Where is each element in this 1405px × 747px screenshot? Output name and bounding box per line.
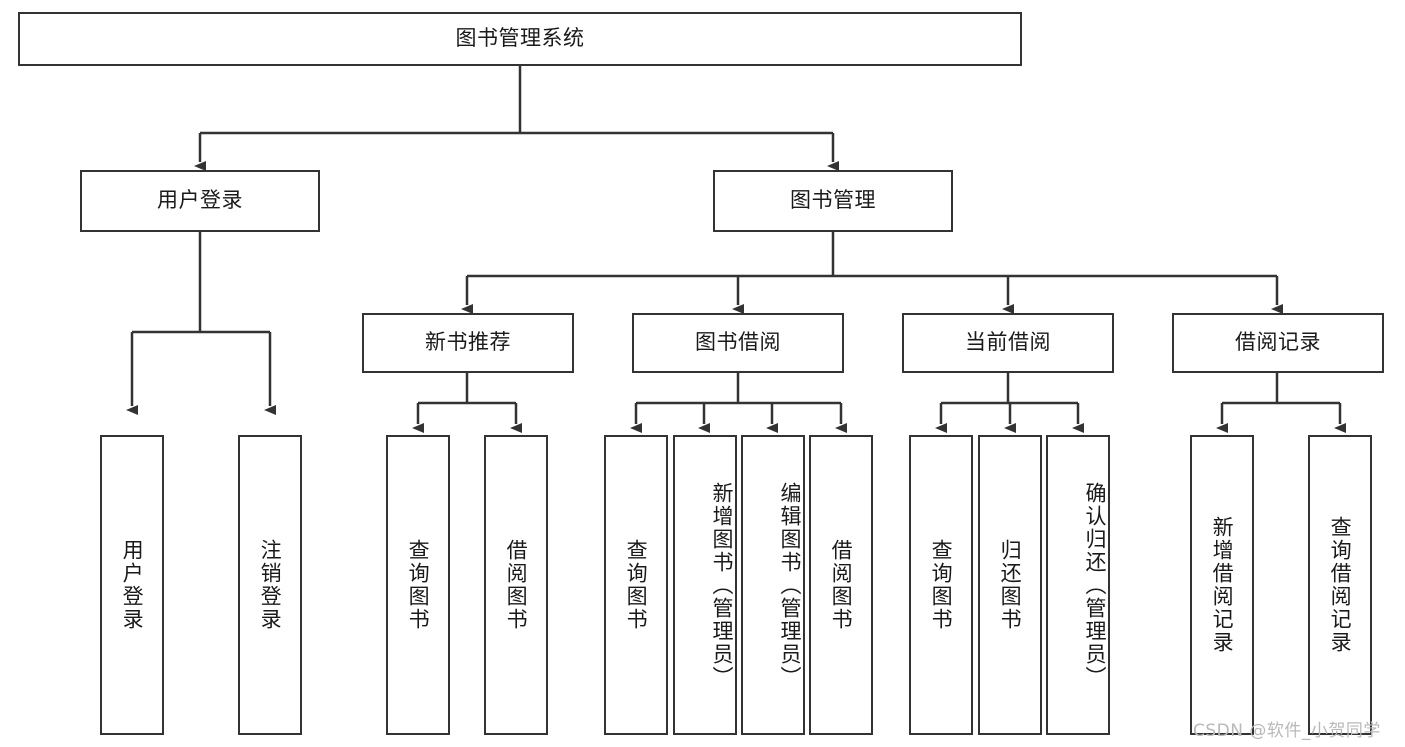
node-current-borrow-label: 当前借阅 [965,330,1051,355]
leaf-edit-book-label: 编辑图书（管理员） [778,481,802,689]
node-book-borrow-label: 图书借阅 [695,330,781,355]
leaf-query-record[interactable]: 查询借阅记录 [1308,435,1372,735]
leaf-borrow-book-2[interactable]: 借阅图书 [809,435,873,735]
csdn-watermark: CSDN @软件_小贺同学 [1193,721,1381,741]
node-root-label: 图书管理系统 [455,26,585,51]
leaf-add-book-label: 新增图书（管理员） [710,481,734,689]
leaf-add-record[interactable]: 新增借阅记录 [1190,435,1254,735]
leaf-return-book[interactable]: 归还图书 [978,435,1042,735]
leaf-query-book-2[interactable]: 查询图书 [604,435,668,735]
leaf-borrow-book-1[interactable]: 借阅图书 [484,435,548,735]
leaf-query-book-3[interactable]: 查询图书 [909,435,973,735]
leaf-query-book-3-label: 查询图书 [929,539,954,631]
leaf-borrow-book-2-label: 借阅图书 [829,539,854,631]
leaf-confirm-return[interactable]: 确认归还（管理员） [1046,435,1110,735]
node-user-login[interactable]: 用户登录 [80,170,320,232]
node-borrow-record[interactable]: 借阅记录 [1172,313,1384,373]
node-current-borrow[interactable]: 当前借阅 [902,313,1114,373]
leaf-query-book-2-label: 查询图书 [624,539,649,631]
leaf-return-book-label: 归还图书 [998,539,1023,631]
leaf-logout[interactable]: 注销登录 [238,435,302,735]
node-new-book-rec-label: 新书推荐 [425,330,511,355]
node-user-login-label: 用户登录 [157,188,243,213]
leaf-user-login[interactable]: 用户登录 [100,435,164,735]
leaf-borrow-book-1-label: 借阅图书 [504,539,529,631]
leaf-user-login-label: 用户登录 [120,539,145,631]
leaf-logout-label: 注销登录 [258,539,283,631]
leaf-query-book-1[interactable]: 查询图书 [386,435,450,735]
leaf-query-record-label: 查询借阅记录 [1328,516,1353,654]
leaf-edit-book[interactable]: 编辑图书（管理员） [741,435,805,735]
leaf-add-book[interactable]: 新增图书（管理员） [673,435,737,735]
node-root[interactable]: 图书管理系统 [18,12,1022,66]
node-book-manage-label: 图书管理 [790,188,876,213]
leaf-add-record-label: 新增借阅记录 [1210,516,1235,654]
leaf-confirm-return-label: 确认归还（管理员） [1083,481,1107,689]
leaf-query-book-1-label: 查询图书 [406,539,431,631]
node-book-manage[interactable]: 图书管理 [713,170,953,232]
node-book-borrow[interactable]: 图书借阅 [632,313,844,373]
node-borrow-record-label: 借阅记录 [1235,330,1321,355]
node-new-book-rec[interactable]: 新书推荐 [362,313,574,373]
